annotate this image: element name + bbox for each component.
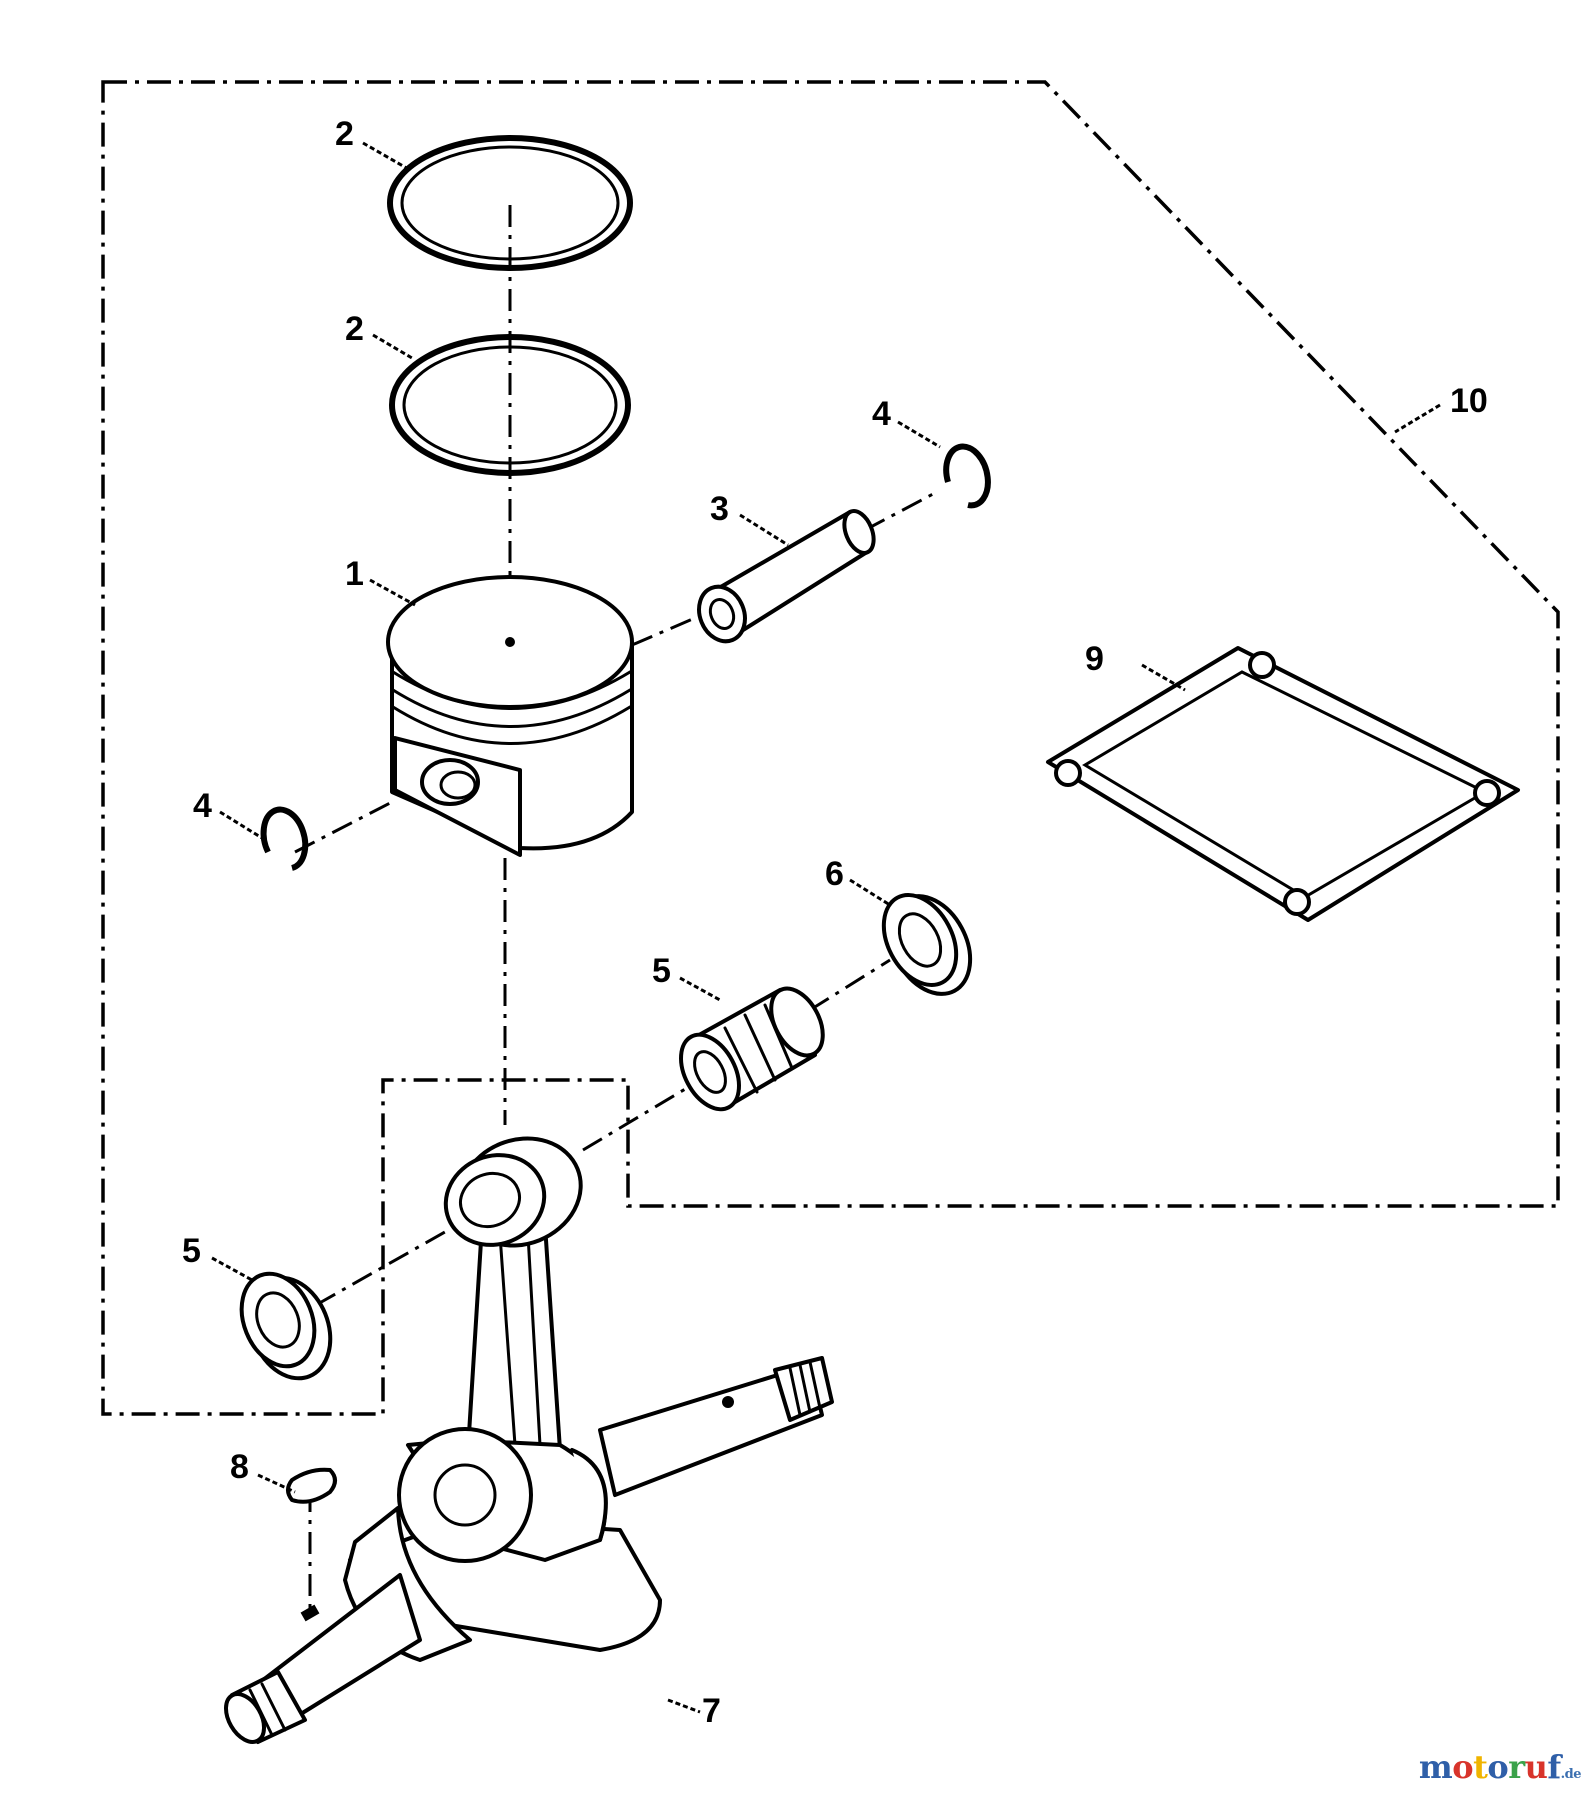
watermark-letter: u: [1524, 1748, 1548, 1786]
callout-needle-bearing: 5: [652, 952, 671, 990]
callout-ring-lower: 2: [345, 310, 364, 348]
piston-pin: [697, 509, 876, 644]
assembly-axes: [294, 205, 936, 1610]
piston-ring-upper: [387, 135, 633, 271]
callout-crankshaft: 7: [702, 1692, 721, 1730]
callout-seal-left: 5: [182, 1232, 201, 1270]
callout-pin: 3: [710, 490, 729, 528]
watermark-suffix: .de: [1560, 1767, 1582, 1782]
seal-left: [239, 1271, 333, 1381]
circlip-left: [260, 806, 309, 871]
callout-ring-upper: 2: [335, 115, 354, 153]
callout-gasket: 9: [1085, 640, 1104, 678]
callout-seal-right: 6: [825, 855, 844, 893]
watermark-letter: o: [1487, 1748, 1509, 1786]
piston: [386, 575, 634, 857]
watermark-letter: r: [1508, 1748, 1525, 1786]
callout-clip-right: 4: [872, 395, 891, 433]
kit-boundary: [101, 80, 1560, 1416]
callout-labels: 2 2 1 3 4 4 6 5 5 8 7 9 10: [182, 115, 1488, 1730]
callout-clip-left: 4: [193, 787, 212, 825]
motoruf-watermark: motoruf.de: [1419, 1748, 1582, 1786]
watermark-letter: f: [1547, 1748, 1561, 1786]
leader-lines: [211, 141, 1441, 1714]
woodruff-key: [286, 1467, 337, 1504]
watermark-letter: t: [1473, 1748, 1488, 1786]
callout-key: 8: [230, 1448, 249, 1486]
callout-piston: 1: [345, 555, 364, 593]
needle-bearing: [679, 986, 825, 1112]
circlip-right: [943, 443, 991, 509]
callout-kit: 10: [1450, 382, 1488, 420]
watermark-letter: o: [1452, 1748, 1474, 1786]
watermark-letter: m: [1418, 1748, 1453, 1786]
watermark-wordmark: motoruf: [1419, 1748, 1561, 1786]
gasket: [1046, 646, 1520, 922]
piston-ring-lower: [389, 334, 631, 476]
crankshaft: [224, 1136, 834, 1744]
seal-right: [881, 893, 973, 996]
